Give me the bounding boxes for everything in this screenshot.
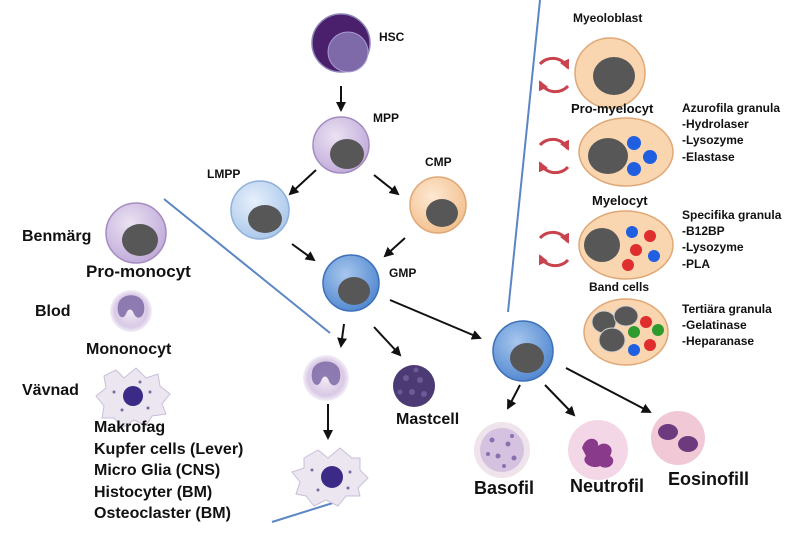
vavnad-label: Vävnad	[22, 382, 79, 399]
myelocyt-cell	[578, 210, 674, 280]
band-cell	[583, 298, 669, 366]
monocyte-center-image	[303, 355, 349, 401]
cmp-cell	[409, 176, 467, 234]
eosinofill-image	[651, 411, 705, 465]
basofil-image	[474, 422, 530, 478]
specifika-granula-list: Specifika granula -B12BP -Lysozyme -PLA	[682, 207, 781, 272]
azurofila-granula-list: Azurofila granula -Hydrolaser -Lysozyme …	[682, 100, 780, 165]
tissue-cell-item: Osteoclaster (BM)	[94, 505, 231, 523]
myelocyte-precursor-cell	[492, 320, 554, 382]
granule-item: Tertiära granula	[682, 302, 772, 316]
mastcell-label: Mastcell	[396, 411, 460, 428]
granule-item: -PLA	[682, 256, 710, 271]
macrophage-center-image	[291, 447, 369, 507]
granule-item: -Lysozyme	[682, 133, 744, 148]
cmp-label: CMP	[425, 155, 452, 169]
granule-item: -B12BP	[682, 224, 725, 239]
pro-monocyt-cell	[105, 202, 167, 264]
macrophage-image	[95, 367, 171, 429]
mpp-cell	[312, 116, 370, 174]
granule-item: -Lysozyme	[682, 240, 744, 255]
tissue-cell-item: Kupfer cells (Lever)	[94, 440, 244, 458]
divider-line-bottom	[271, 501, 337, 523]
myelocyt-label: Myelocyt	[592, 193, 648, 208]
cycle-arrow-myeloblast	[538, 56, 570, 94]
tissue-cell-item: Histocyter (BM)	[94, 483, 213, 501]
tissue-cell-item: Micro Glia (CNS)	[94, 462, 221, 480]
promyelocyt-label: Pro-myelocyt	[571, 101, 654, 116]
lineage-arrows	[288, 86, 652, 440]
granule-item: -Hydrolaser	[682, 117, 749, 132]
cycle-arrow-myelocyt	[538, 230, 570, 268]
promyelocyt-cell	[578, 117, 674, 187]
granule-item: -Elastase	[682, 149, 735, 164]
neutrofil-image	[568, 420, 628, 480]
myeloblast-cell	[574, 37, 646, 109]
hsc-cell	[311, 13, 371, 73]
mononocyt-label: Mononocyt	[86, 341, 172, 358]
pro-monocyt-label: Pro-monocyt	[86, 262, 191, 281]
mastcell-image	[393, 365, 435, 407]
band-cells-label: Band cells	[589, 280, 650, 294]
lmpp-cell	[230, 180, 290, 240]
divider-line-left	[163, 198, 331, 334]
benmarg-label: Benmärg	[22, 228, 92, 245]
neutrofil-label: Neutrofil	[570, 476, 644, 496]
gmp-cell	[322, 254, 380, 312]
myeloblast-label: Myeoloblast	[573, 11, 643, 25]
tertiara-granula-list: Tertiära granula -Gelatinase -Heparanase	[682, 301, 772, 350]
tissue-cells-list: Makrofag Kupfer cells (Lever) Micro Glia…	[94, 417, 243, 525]
monocyte-image	[110, 290, 152, 332]
granule-item: -Heparanase	[682, 334, 755, 349]
divider-line-right	[507, 0, 541, 313]
cycle-arrow-promyelocyt	[538, 137, 570, 175]
mpp-label: MPP	[373, 111, 400, 125]
blod-label: Blod	[35, 303, 71, 320]
tissue-cell-item: Makrofag	[94, 419, 166, 436]
gmp-label: GMP	[389, 266, 417, 280]
basofil-label: Basofil	[474, 478, 535, 498]
hsc-label: HSC	[379, 30, 405, 44]
lmpp-label: LMPP	[207, 167, 241, 181]
granule-item: -Gelatinase	[682, 318, 747, 333]
granule-item: Specifika granula	[682, 208, 782, 222]
granule-item: Azurofila granula	[682, 101, 781, 115]
eosinofill-label: Eosinofill	[668, 469, 749, 489]
